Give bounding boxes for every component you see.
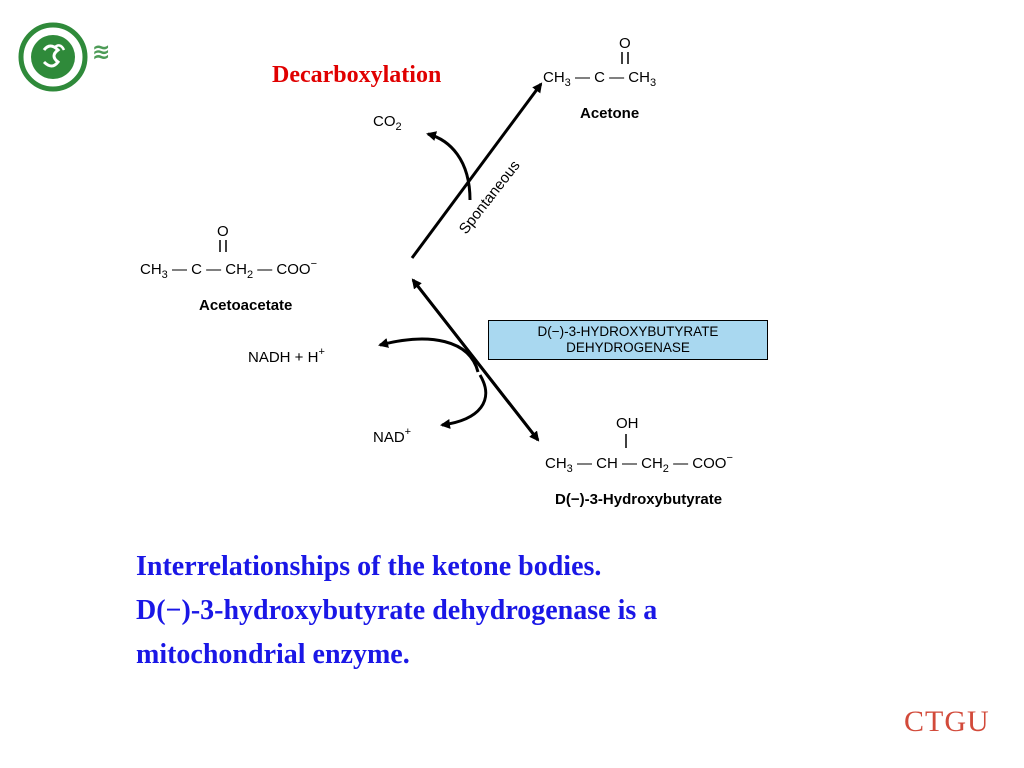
university-logo [18,22,88,92]
hydroxybutyrate-formula: CH3 — CH — CH2 — COO− [545,452,733,475]
acetone-structure: O CH3 — C — CH3 Acetone [543,35,656,122]
acetoacetate-structure: O CH3 — C — CH2 — COO− Acetoacetate [140,223,317,314]
logo-glyph: ≋ [92,40,111,65]
enzyme-box: D(−)-3-HYDROXYBUTYRATE DEHYDROGENASE [488,320,768,360]
reversible-arrow-down [411,279,540,442]
acetoacetate-name: Acetoacetate [199,297,292,314]
co2-label: CO2 [373,113,402,133]
decarboxylation-label: Decarboxylation [272,62,441,88]
slide-caption: Interrelationships of the ketone bodies.… [136,545,956,677]
caption-line-3: mitochondrial enzyme. [136,639,410,670]
acetone-formula: CH3 — C — CH3 [543,69,656,89]
nad-label: NAD+ [373,426,411,446]
co2-arrow [426,131,472,201]
hydroxybutyrate-oh: OH [616,415,639,432]
hydroxybutyrate-structure: OH CH3 — CH — CH2 — COO− D(−)-3-Hydroxyb… [545,415,733,508]
nad-arrow [440,374,488,429]
spontaneous-arrow [410,82,543,259]
nadh-label: NADH + H+ [248,346,325,366]
acetone-name: Acetone [580,105,639,122]
acetoacetate-oxygen: O [217,223,229,240]
diagram-panel [118,22,834,512]
caption-line-1: Interrelationships of the ketone bodies. [136,551,602,582]
acetone-oxygen: O [619,35,631,52]
acetoacetate-formula: CH3 — C — CH2 — COO− [140,258,317,281]
caption-line-2: D(−)-3-hydroxybutyrate dehydrogenase is … [136,595,658,626]
enzyme-name-line2: DEHYDROGENASE [566,340,690,355]
hydroxybutyrate-name: D(−)-3-Hydroxybutyrate [555,491,722,508]
nadh-arrow [378,337,480,373]
enzyme-name-line1: D(−)-3-HYDROXYBUTYRATE [537,324,719,339]
footer-brand: CTGU [904,705,990,738]
